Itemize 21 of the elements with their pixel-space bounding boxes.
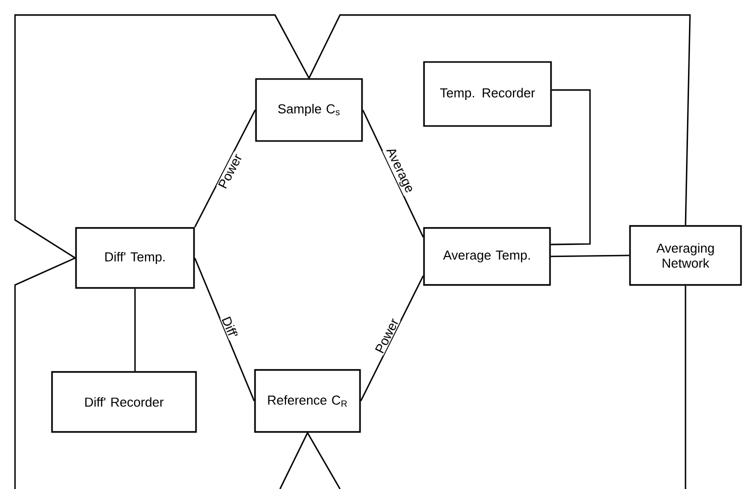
process-box: Diff' Recorder [51, 371, 197, 433]
process-box: Averaging Network [629, 225, 742, 286]
connector-line [194, 110, 256, 228]
connector-line [14, 257, 76, 489]
connector-line [550, 254, 630, 258]
process-box: Reference C$_{R}$ [254, 369, 361, 433]
connector-line [279, 432, 308, 489]
connector-line [550, 89, 591, 246]
process-box: Sample C$_{s}$ [255, 78, 363, 142]
process-box: Temp. Recorder [423, 61, 552, 127]
connector-line [194, 258, 255, 402]
process-box: Average Temp. [423, 227, 551, 286]
process-box: Diff' Temp. [75, 227, 195, 289]
connector-line [360, 275, 424, 402]
connector-line [14, 14, 310, 259]
connector-line [134, 288, 136, 372]
edge-label: Diff' [220, 314, 240, 340]
connector-line [362, 110, 424, 238]
connector-line [684, 286, 686, 489]
connector-line [308, 14, 691, 226]
connector-line [306, 432, 341, 489]
